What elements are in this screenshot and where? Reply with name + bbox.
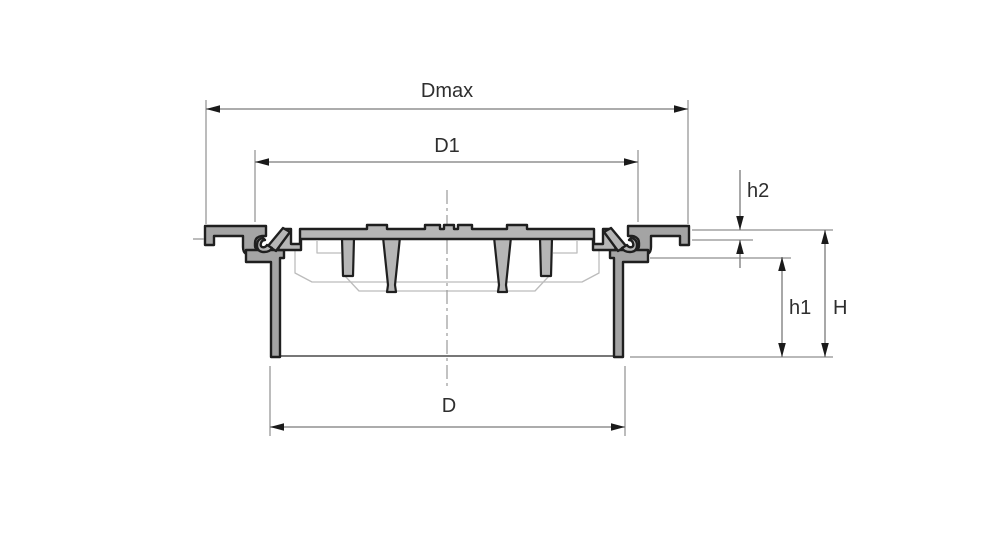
h-label: H	[833, 297, 847, 319]
dmax-label: Dmax	[421, 80, 473, 102]
dimension-lines	[206, 105, 829, 431]
hidden-rim-outer	[294, 250, 600, 283]
cover-small-rib-left	[340, 236, 356, 278]
cover-small-rib-right	[538, 236, 554, 278]
cover-curl-lip-left	[255, 236, 274, 254]
h2-label: h2	[747, 180, 769, 202]
hidden-step-right	[553, 241, 578, 254]
cover-section	[255, 223, 639, 294]
d1-label: D1	[434, 135, 460, 157]
h1-label: h1	[789, 297, 811, 319]
frame-seat-skirt-left	[244, 248, 286, 359]
d-label: D	[442, 395, 456, 417]
extension-lines	[193, 100, 833, 436]
cover-t-rib-right	[492, 235, 513, 294]
hidden-step-left	[316, 241, 341, 254]
cover-curl-lip-right	[620, 236, 639, 254]
frame-section	[203, 224, 691, 359]
cover-edge-face-left	[266, 226, 292, 253]
cover-t-rib-left	[381, 235, 402, 294]
dimension-labels: Dmax D1 D h2 h1 H	[421, 80, 848, 417]
frame-seat-skirt-right	[608, 248, 650, 359]
cover-edge-face-right	[602, 226, 628, 253]
